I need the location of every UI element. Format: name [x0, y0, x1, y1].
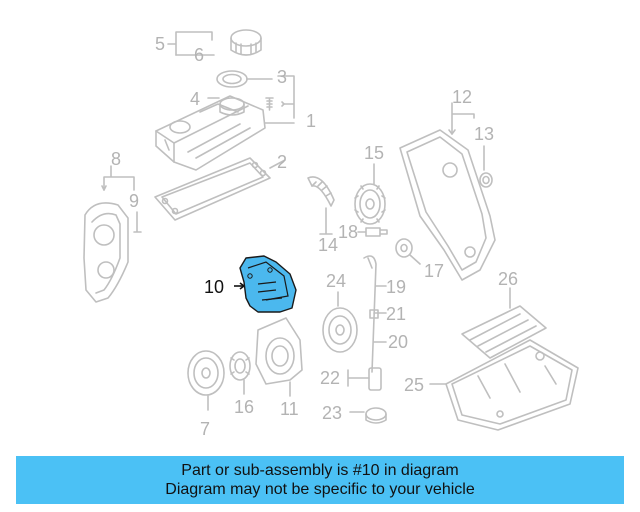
- callout-26: 26: [498, 269, 519, 289]
- callout-3: 3: [277, 67, 288, 87]
- oil-baffle: [461, 287, 547, 359]
- oil-pan: [429, 339, 579, 431]
- tensioner-pulley: [395, 238, 421, 265]
- callout-13: 13: [474, 124, 495, 144]
- camshaft-sprocket: [354, 163, 386, 225]
- callout-20: 20: [388, 332, 409, 352]
- valve-cover: [155, 95, 266, 171]
- callout-22: 22: [320, 368, 341, 388]
- exploded-parts-diagram: [83, 29, 579, 431]
- caption-line-2: Diagram may not be specific to your vehi…: [165, 481, 475, 498]
- callout-4: 4: [190, 89, 201, 109]
- callout-5: 5: [155, 34, 166, 54]
- highlighted-part-10[interactable]: [234, 255, 297, 313]
- callout-2: 2: [277, 152, 288, 172]
- callout-10[interactable]: 10: [204, 277, 225, 297]
- valve-cover-gasket: [154, 157, 286, 221]
- callout-8: 8: [111, 149, 122, 169]
- callout-11: 11: [280, 399, 299, 419]
- callout-15: 15: [364, 143, 385, 163]
- caption-banner: Part or sub-assembly is #10 in diagram D…: [16, 456, 624, 504]
- callout-9: 9: [129, 191, 140, 211]
- callout-1: 1: [306, 111, 317, 131]
- callout-16: 16: [234, 397, 255, 417]
- cap-seal: [216, 70, 273, 88]
- front-crank-cover: [255, 317, 303, 397]
- callout-14: 14: [318, 235, 339, 255]
- oil-filler-cap: [230, 29, 262, 56]
- rear-timing-cover: [83, 202, 129, 303]
- crankshaft-gear: [229, 351, 251, 395]
- callout-25: 25: [404, 375, 425, 395]
- callout-12: 12: [452, 87, 473, 107]
- callout-7: 7: [200, 419, 211, 439]
- caption-line-1: Part or sub-assembly is #10 in diagram: [181, 462, 459, 479]
- callout-17: 17: [424, 261, 445, 281]
- callout-21: 21: [386, 304, 407, 324]
- callout-18: 18: [338, 222, 359, 242]
- oil-pressure-sensor: [349, 407, 387, 424]
- leader-lines-5-6: [167, 31, 215, 56]
- callout-19: 19: [386, 277, 407, 297]
- crankshaft-sprocket: [322, 291, 358, 353]
- front-timing-cover: [399, 129, 496, 281]
- callout-24: 24: [326, 271, 347, 291]
- crankshaft-pulley: [187, 350, 225, 411]
- callout-6: 6: [194, 45, 205, 65]
- timing-belt: [307, 176, 335, 235]
- callout-23: 23: [322, 403, 343, 423]
- dipstick-assembly: [347, 255, 387, 391]
